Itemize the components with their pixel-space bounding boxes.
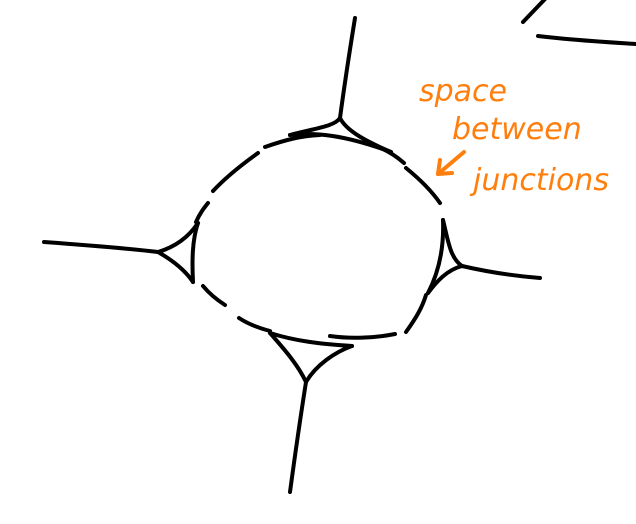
junction-north: [288, 16, 393, 154]
corner-triangle: [521, 0, 636, 46]
roundabout-ring: [194, 133, 442, 340]
annotation-line-3: junctions: [469, 163, 609, 198]
arrow-down-left-icon: [436, 150, 466, 176]
annotation-note: space between junctions: [419, 74, 609, 198]
annotation-line-1: space: [419, 74, 507, 109]
annotation-line-2: between: [452, 112, 582, 147]
junction-south: [268, 331, 354, 494]
junction-west: [42, 221, 200, 284]
junction-east: [426, 218, 542, 295]
